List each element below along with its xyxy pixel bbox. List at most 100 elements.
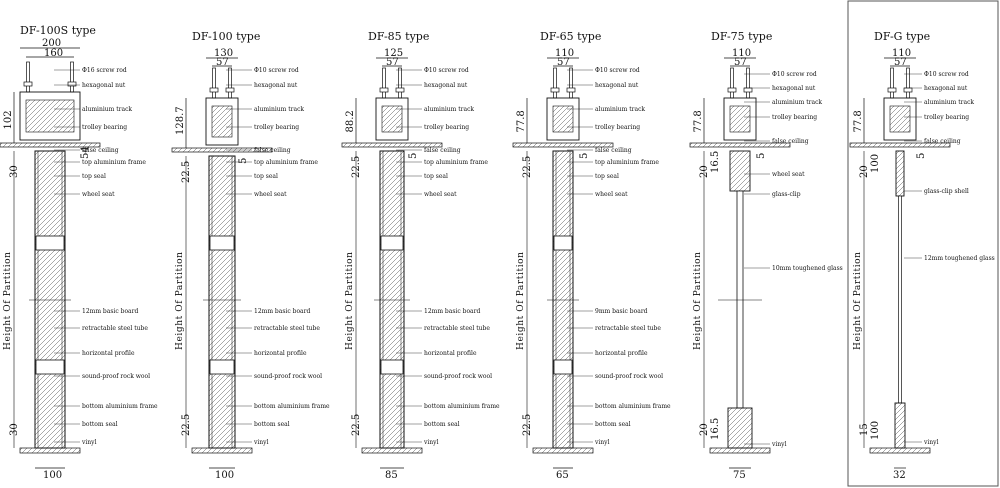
- hexagonal-nut: [903, 87, 913, 93]
- component-label: trolley bearing: [254, 124, 299, 131]
- component-label: hexagonal nut: [772, 85, 816, 92]
- dim-inner-width: 57: [734, 57, 747, 68]
- dim-side: 54: [80, 146, 91, 159]
- dim-bottom-v2: 16.5: [710, 418, 721, 440]
- panel-title: DF-65 type: [540, 30, 601, 43]
- dim-header: 20: [699, 165, 710, 178]
- component-label: false ceiling: [595, 147, 632, 154]
- toughened-glass: [898, 195, 902, 404]
- false-ceiling: [512, 142, 614, 148]
- dim-bottom-v: 22.5: [522, 414, 533, 436]
- component-label: wheel seat: [595, 191, 628, 198]
- glass-clip: [729, 150, 751, 192]
- component-label: Φ16 screw rod: [82, 67, 127, 74]
- dim-mount-height: 77.8: [516, 110, 527, 132]
- component-label: bottom seal: [82, 421, 118, 428]
- component-label: trolley bearing: [772, 114, 817, 121]
- hexagonal-nut: [887, 87, 897, 93]
- component-label: vinyl: [253, 439, 269, 446]
- component-label: wheel seat: [424, 191, 457, 198]
- height-of-partition-label: Height Of Partition: [516, 251, 526, 350]
- component-label: vinyl: [594, 439, 610, 446]
- dim-side: 5: [238, 158, 249, 164]
- component-label: trolley bearing: [82, 124, 127, 131]
- component-label: aluminium track: [924, 99, 974, 106]
- false-ceiling: [171, 147, 273, 153]
- component-label: top aluminium frame: [254, 159, 318, 166]
- dim-inner-width: 57: [557, 57, 570, 68]
- trolley-bearing: [889, 105, 911, 133]
- horizontal-profile: [380, 235, 404, 251]
- partition-board: [34, 150, 66, 449]
- dim-top-gap: 100: [870, 154, 881, 173]
- trolley-bearing: [552, 105, 574, 133]
- horizontal-profile: [380, 359, 404, 375]
- component-label: Φ10 screw rod: [424, 67, 469, 74]
- component-label: Φ10 screw rod: [772, 71, 817, 78]
- hexagonal-nut: [379, 87, 389, 93]
- floor: [532, 447, 594, 454]
- dim-bottom-v: 22.5: [351, 414, 362, 436]
- panel-title: DF-100S type: [20, 24, 96, 37]
- aluminium-track: [723, 97, 757, 141]
- component-label: bottom aluminium frame: [82, 403, 158, 410]
- false-ceiling: [0, 142, 101, 148]
- horizontal-profile: [35, 359, 65, 375]
- dim-header: 20: [859, 165, 870, 178]
- screw-rod: [228, 67, 232, 99]
- dfg-frame-box: [847, 0, 999, 487]
- floor: [869, 447, 931, 454]
- dim-outer-width: 130: [214, 48, 233, 59]
- component-label: sound-proof rock wool: [424, 373, 492, 380]
- component-label: wheel seat: [772, 171, 805, 178]
- component-label: 10mm toughened glass: [772, 265, 843, 272]
- component-label: hexagonal nut: [424, 82, 468, 89]
- height-of-partition-label: Height Of Partition: [853, 251, 863, 350]
- screw-rod: [398, 67, 402, 99]
- false-ceiling: [849, 142, 951, 148]
- component-label: aluminium track: [424, 106, 474, 113]
- component-label: top aluminium frame: [424, 159, 488, 166]
- component-label: hexagonal nut: [254, 82, 298, 89]
- dim-header: 22.5: [181, 161, 192, 183]
- dim-outer-width: 110: [732, 48, 751, 59]
- dim-mount-height: 128.7: [175, 106, 186, 135]
- trolley-bearing: [729, 105, 751, 133]
- component-label: top seal: [82, 173, 106, 180]
- dim-header: 22.5: [522, 156, 533, 178]
- trolley-bearing: [25, 99, 75, 133]
- component-label: sound-proof rock wool: [82, 373, 150, 380]
- dim-bottom-v: 30: [9, 423, 20, 436]
- screw-rod: [70, 61, 74, 93]
- dim-side: 5: [408, 153, 419, 159]
- false-ceiling: [341, 142, 443, 148]
- component-label: hexagonal nut: [82, 82, 126, 89]
- component-label: bottom aluminium frame: [424, 403, 500, 410]
- component-label: trolley bearing: [924, 114, 969, 121]
- horizontal-profile: [209, 235, 235, 251]
- hexagonal-nut: [209, 87, 219, 93]
- component-label: horizontal profile: [82, 350, 135, 357]
- bottom-clip-shell: [894, 402, 906, 449]
- dim-side: 5: [579, 153, 590, 159]
- component-label: top seal: [595, 173, 619, 180]
- dim-outer-width: 200: [42, 38, 61, 49]
- dim-top-gap: 16.5: [710, 151, 721, 173]
- component-label: trolley bearing: [424, 124, 469, 131]
- horizontal-profile: [553, 359, 573, 375]
- trolley-bearing: [211, 105, 233, 138]
- component-label: top seal: [424, 173, 448, 180]
- component-label: vinyl: [923, 439, 939, 446]
- screw-rod: [730, 67, 734, 99]
- component-label: false ceiling: [924, 138, 961, 145]
- hexagonal-nut: [395, 87, 405, 93]
- horizontal-profile: [209, 359, 235, 375]
- dim-outer-width: 125: [384, 48, 403, 59]
- hexagonal-nut: [67, 81, 77, 87]
- component-label: retractable steel tube: [82, 325, 148, 332]
- dim-mount-height: 102: [3, 110, 14, 129]
- component-label: top aluminium frame: [82, 159, 146, 166]
- panel-title: DF-G type: [874, 30, 930, 43]
- component-label: bottom aluminium frame: [595, 403, 671, 410]
